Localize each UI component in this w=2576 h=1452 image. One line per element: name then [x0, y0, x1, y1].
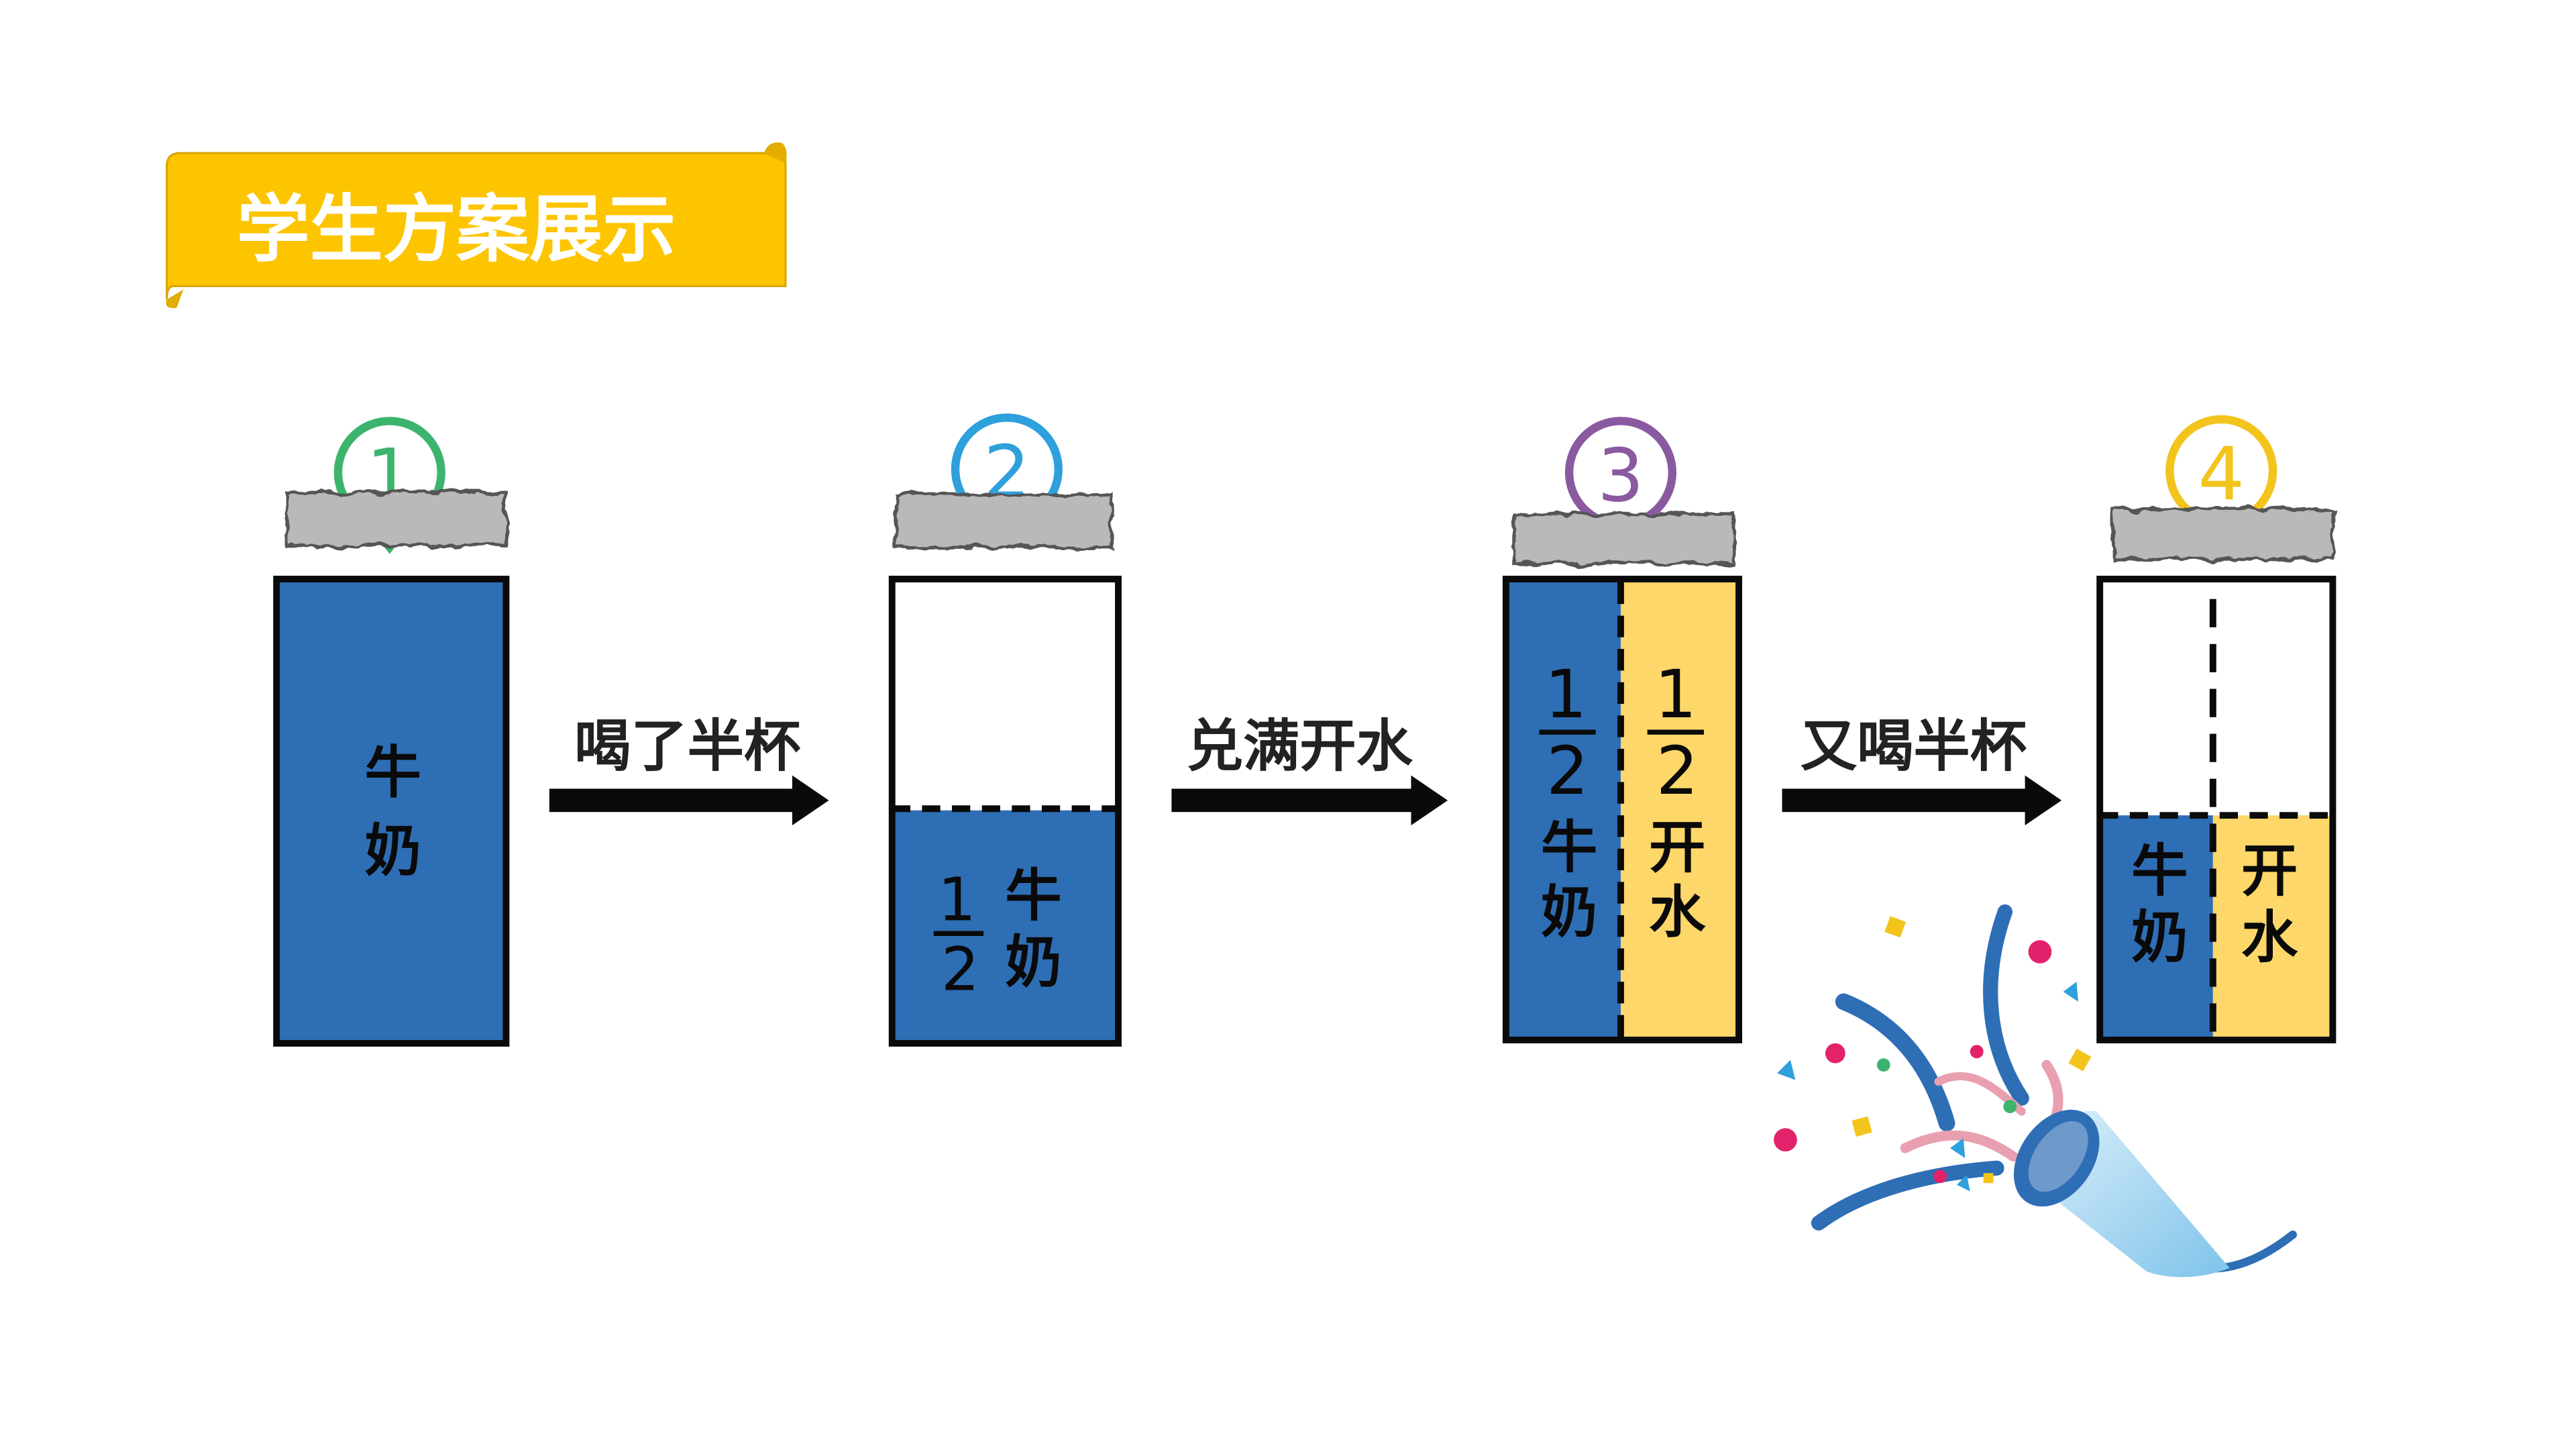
- water-label: 开: [2241, 838, 2298, 904]
- milk-fill: [892, 810, 1119, 1043]
- step-1: 1 牛 奶: [273, 417, 510, 1047]
- milk-label: 牛: [2131, 838, 2188, 904]
- milk-label: 牛: [1541, 815, 1597, 880]
- step-3-badge: 3: [1564, 417, 1677, 554]
- milk-label: 牛: [1005, 863, 1061, 929]
- cup-1: 牛 奶: [273, 576, 510, 1047]
- cup-3: 1 2 牛 奶 1 2 开 水: [1502, 576, 1743, 1043]
- cup-outline: [2096, 576, 2337, 1043]
- page-title: 学生方案展示: [237, 187, 676, 272]
- fraction-numerator: 1: [938, 865, 976, 935]
- step-number: 4: [2198, 431, 2245, 517]
- milk-fill: [276, 579, 506, 1043]
- arrow-3: 又喝半杯: [1782, 713, 2062, 826]
- fraction: 1 2: [1647, 656, 1704, 810]
- fraction: 1 2: [933, 865, 984, 1005]
- milk-label: 奶: [365, 818, 421, 884]
- water-label: 水: [2241, 904, 2298, 970]
- paper-label: [1512, 512, 1736, 566]
- milk-label: 牛: [365, 739, 421, 805]
- fraction-denominator: 2: [1656, 733, 1699, 810]
- title-banner: 学生方案展示: [166, 142, 787, 309]
- step-2: 2 1 2 牛 奶: [888, 413, 1122, 1047]
- party-popper-icon: [1774, 904, 2298, 1278]
- milk-label: 奶: [2131, 904, 2188, 970]
- water-fill: [1620, 579, 1739, 1040]
- cup-outline: [273, 576, 510, 1047]
- step-3: 3 1 2 牛 奶 1 2 开 水: [1502, 417, 1743, 1043]
- paper-label: [894, 492, 1114, 550]
- water-fill: [2212, 815, 2333, 1040]
- fraction: 1 2: [1539, 656, 1596, 810]
- milk-label: 奶: [1005, 929, 1061, 995]
- arrow-label: 兑满开水: [1187, 713, 1413, 779]
- cup-2: 1 2 牛 奶: [888, 576, 1122, 1047]
- arrow-label: 又喝半杯: [1801, 713, 2027, 779]
- milk-fill: [1505, 579, 1621, 1040]
- fraction-denominator: 2: [1546, 733, 1589, 810]
- step-number: 3: [1597, 433, 1644, 518]
- water-label: 开: [1649, 815, 1705, 880]
- arrow-label: 喝了半杯: [574, 713, 800, 779]
- cup-4: 牛 奶 开 水: [2096, 576, 2337, 1043]
- milk-fill: [2100, 815, 2213, 1040]
- arrow-2: 兑满开水: [1171, 713, 1448, 826]
- milk-label: 奶: [1541, 880, 1597, 945]
- cup-outline: [1502, 576, 1743, 1043]
- step-4: 4 牛 奶 开 水: [2096, 415, 2337, 1043]
- fraction-numerator: 1: [1654, 656, 1697, 733]
- paper-label: [284, 490, 508, 548]
- cup-outline: [888, 576, 1122, 1047]
- paper-label: [2111, 507, 2334, 561]
- fraction-numerator: 1: [1545, 656, 1587, 733]
- water-label: 水: [1649, 880, 1706, 945]
- arrow-1: 喝了半杯: [549, 713, 829, 826]
- fraction-denominator: 2: [941, 935, 979, 1005]
